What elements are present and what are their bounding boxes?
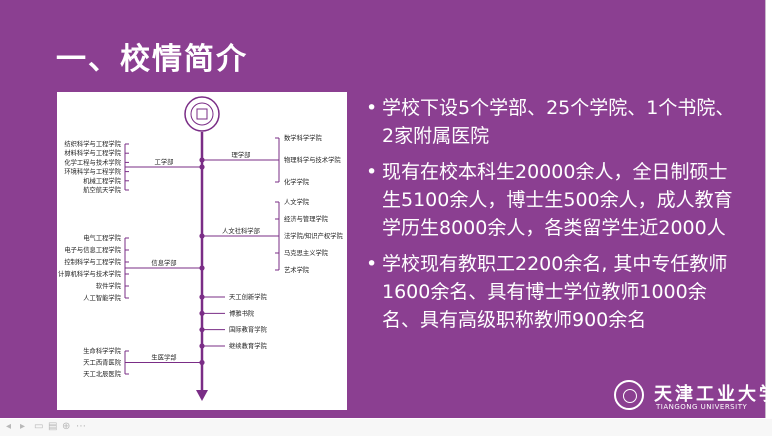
school-label: 数学科学学院 bbox=[284, 133, 322, 142]
division-label: 信息学部 bbox=[151, 258, 176, 267]
slide: 一、校情简介 纺织科学与工程学院材料科学与工程学院化学工程与技术学院环境科学与工… bbox=[0, 0, 766, 418]
junction-dot bbox=[199, 294, 205, 300]
school-label: 航空航天学院 bbox=[83, 185, 121, 194]
logo-name-en: TIANGONG UNIVERSITY bbox=[656, 403, 748, 411]
division-label: 工学部 bbox=[155, 157, 174, 166]
standalone-college-label: 继续教育学院 bbox=[229, 341, 267, 350]
school-label: 生命科学学院 bbox=[83, 346, 121, 355]
school-label: 天工北辰医院 bbox=[83, 369, 121, 378]
school-label: 材料科学与工程学院 bbox=[64, 148, 121, 157]
standalone-college-label: 博雅书院 bbox=[229, 308, 255, 317]
school-label: 马克思主义学院 bbox=[284, 248, 329, 257]
logo-name-cn: 天津工业大学 bbox=[654, 384, 772, 405]
org-chart-svg: 纺织科学与工程学院材料科学与工程学院化学工程与技术学院环境科学与工程学院机械工程… bbox=[58, 96, 343, 401]
slide-view-button[interactable]: ▭ bbox=[34, 421, 44, 432]
org-chart: 纺织科学与工程学院材料科学与工程学院化学工程与技术学院环境科学与工程学院机械工程… bbox=[57, 92, 347, 410]
school-seal-icon bbox=[184, 96, 220, 132]
junction-dot bbox=[199, 343, 205, 349]
bullet-dot-icon: • bbox=[366, 161, 378, 183]
zoom-button[interactable]: ⊕ bbox=[62, 421, 71, 432]
school-label: 环境科学与工程学院 bbox=[64, 167, 121, 176]
school-label: 化学学院 bbox=[284, 177, 310, 186]
school-label: 物理科学与技术学院 bbox=[284, 155, 341, 164]
university-logo: 天津工业大学 TIANGONG UNIVERSITY bbox=[614, 380, 772, 416]
prev-slide-button[interactable]: ◂ bbox=[6, 421, 12, 432]
school-label: 法学院/知识产权学院 bbox=[284, 231, 343, 240]
junction-dot bbox=[199, 359, 205, 366]
school-label: 人文学院 bbox=[284, 197, 310, 206]
school-label: 人工智能学院 bbox=[83, 293, 121, 302]
more-options-button[interactable]: ⋯ bbox=[76, 421, 86, 432]
notes-view-button[interactable]: ▤ bbox=[48, 421, 58, 432]
slide-title: 一、校情简介 bbox=[56, 42, 248, 77]
junction-dot bbox=[199, 310, 205, 316]
school-label: 机械工程学院 bbox=[83, 176, 121, 185]
bullet-text: 学校现有教职工2200余名, 其中专任教师1600余名、具有博士学位教师1000… bbox=[382, 253, 728, 331]
division-label: 人文社科学部 bbox=[222, 226, 260, 235]
school-label: 计算机科学与技术学院 bbox=[58, 269, 122, 278]
school-label: 艺术学院 bbox=[284, 265, 310, 274]
bullet-item: • 现有在校本科生20000余人，全日制硕士生5100余人，博士生500余人，成… bbox=[366, 158, 738, 242]
bullet-text: 学校下设5个学部、25个学院、1个书院、2家附属医院 bbox=[382, 97, 735, 147]
next-slide-button[interactable]: ▸ bbox=[20, 421, 26, 432]
school-label: 电子与信息工程学院 bbox=[64, 245, 121, 254]
bullet-list: • 学校下设5个学部、25个学院、1个书院、2家附属医院 • 现有在校本科生20… bbox=[366, 94, 738, 342]
bullet-item: • 学校下设5个学部、25个学院、1个书院、2家附属医院 bbox=[366, 94, 738, 150]
school-label: 纺织科学与工程学院 bbox=[64, 139, 121, 148]
junction-dot bbox=[199, 327, 205, 333]
division-label: 理学部 bbox=[232, 150, 251, 159]
school-label: 控制科学与工程学院 bbox=[64, 257, 121, 266]
division-label: 生医学部 bbox=[151, 353, 176, 362]
bullet-dot-icon: • bbox=[366, 97, 378, 119]
junction-dot bbox=[199, 265, 205, 271]
slideshow-controls: ◂ ▸ ▭ ▤ ⊕ ⋯ bbox=[0, 419, 772, 436]
arrow-down-icon bbox=[196, 390, 208, 401]
bullet-item: • 学校现有教职工2200余名, 其中专任教师1600余名、具有博士学位教师10… bbox=[366, 250, 738, 334]
logo-seal-icon bbox=[614, 380, 644, 410]
junction-dot bbox=[199, 164, 205, 170]
school-label: 经济与管理学院 bbox=[284, 214, 329, 223]
school-label: 软件学院 bbox=[96, 281, 122, 290]
bullet-text: 现有在校本科生20000余人，全日制硕士生5100余人，博士生500余人，成人教… bbox=[382, 161, 733, 239]
school-label: 天工西青医院 bbox=[83, 358, 121, 367]
standalone-college-label: 天工创新学院 bbox=[229, 292, 267, 301]
school-label: 电气工程学院 bbox=[83, 233, 121, 242]
junction-dot bbox=[199, 233, 205, 239]
bullet-dot-icon: • bbox=[366, 253, 378, 275]
standalone-college-label: 国际教育学院 bbox=[229, 325, 267, 334]
school-label: 化学工程与技术学院 bbox=[64, 157, 121, 166]
junction-dot bbox=[199, 157, 205, 163]
